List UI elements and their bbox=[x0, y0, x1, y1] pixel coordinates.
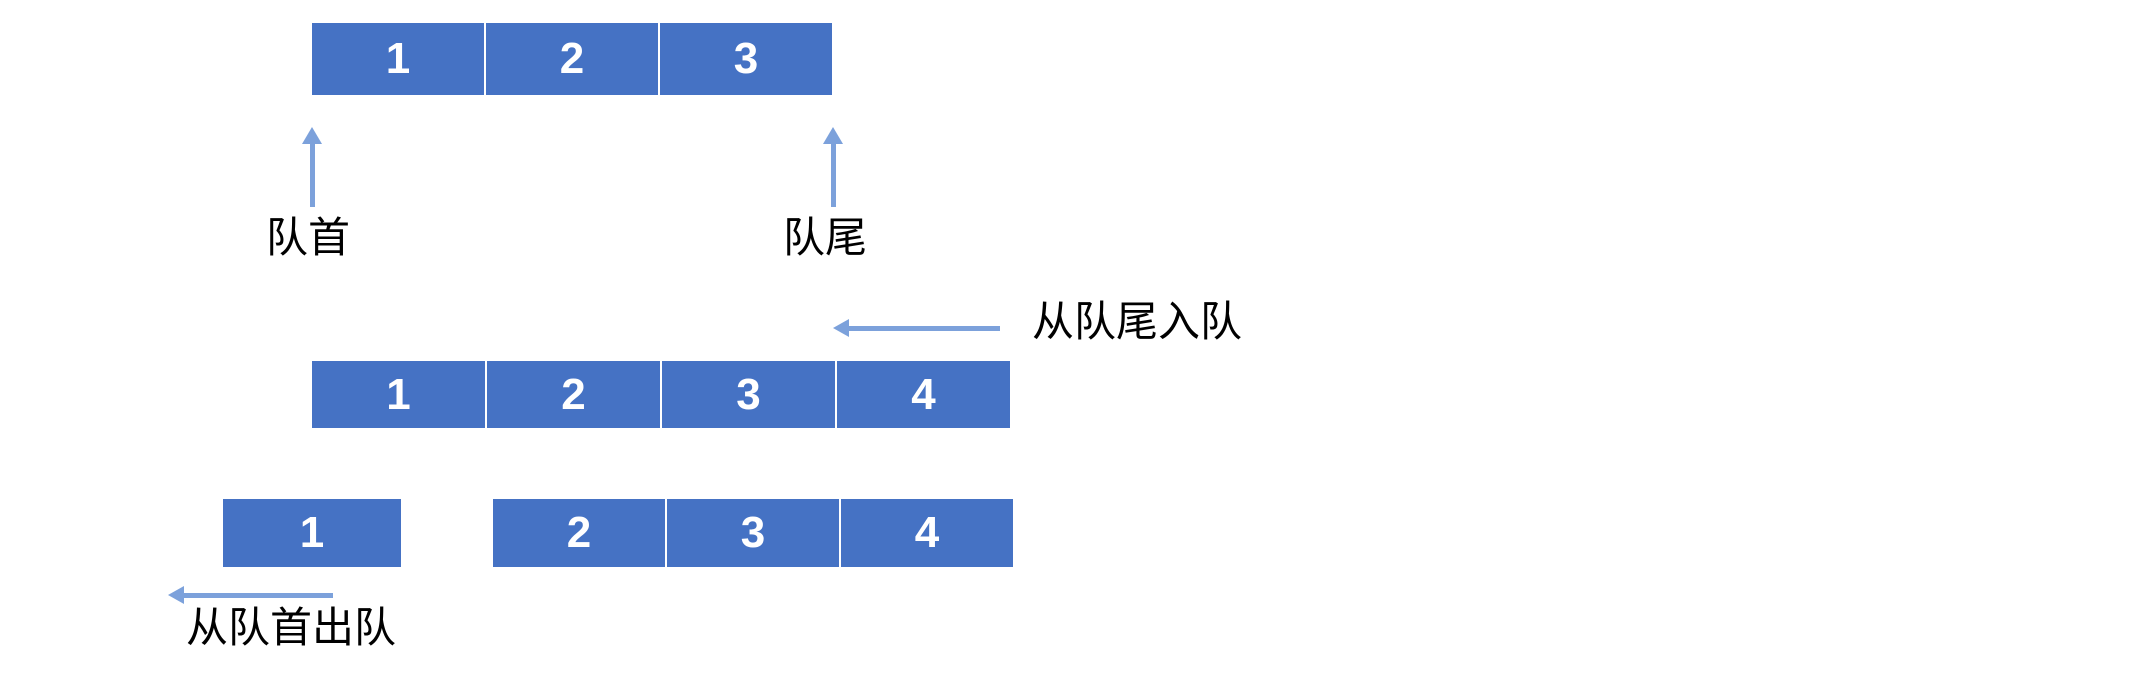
arrow-head bbox=[823, 127, 843, 144]
queue-cell: 1 bbox=[312, 23, 484, 95]
queue-rear-arrow-icon bbox=[822, 127, 844, 207]
queue-cell: 3 bbox=[667, 499, 839, 567]
queue-cell: 3 bbox=[660, 23, 832, 95]
arrow-head bbox=[168, 586, 184, 604]
arrow-head bbox=[833, 319, 849, 337]
dequeue-arrow-icon bbox=[168, 586, 333, 604]
arrow-stem bbox=[849, 325, 1000, 331]
queue-initial-row: 1 2 3 bbox=[312, 23, 832, 95]
queue-front-arrow-icon bbox=[301, 127, 323, 207]
queue-rear-label: 队尾 bbox=[783, 214, 868, 261]
arrow-stem bbox=[184, 592, 333, 598]
arrow-head bbox=[302, 127, 322, 144]
enqueue-operation-label: 从队尾入队 bbox=[1032, 298, 1243, 345]
dequeue-operation-label: 从队首出队 bbox=[186, 604, 397, 651]
queue-cell: 3 bbox=[662, 361, 835, 428]
arrow-stem bbox=[830, 144, 836, 207]
arrow-stem bbox=[309, 144, 315, 207]
queue-cell: 4 bbox=[841, 499, 1013, 567]
queue-cell: 2 bbox=[486, 23, 658, 95]
queue-after-dequeue-row: 2 3 4 bbox=[493, 499, 1013, 567]
queue-after-enqueue-row: 1 2 3 4 bbox=[312, 361, 1010, 428]
queue-cell: 4 bbox=[837, 361, 1010, 428]
queue-cell: 1 bbox=[312, 361, 485, 428]
queue-front-label: 队首 bbox=[266, 214, 351, 261]
enqueue-arrow-icon bbox=[833, 319, 1000, 337]
queue-cell: 2 bbox=[493, 499, 665, 567]
dequeued-cell-wrap: 1 bbox=[223, 499, 401, 567]
queue-cell: 2 bbox=[487, 361, 660, 428]
dequeued-cell: 1 bbox=[223, 499, 401, 567]
